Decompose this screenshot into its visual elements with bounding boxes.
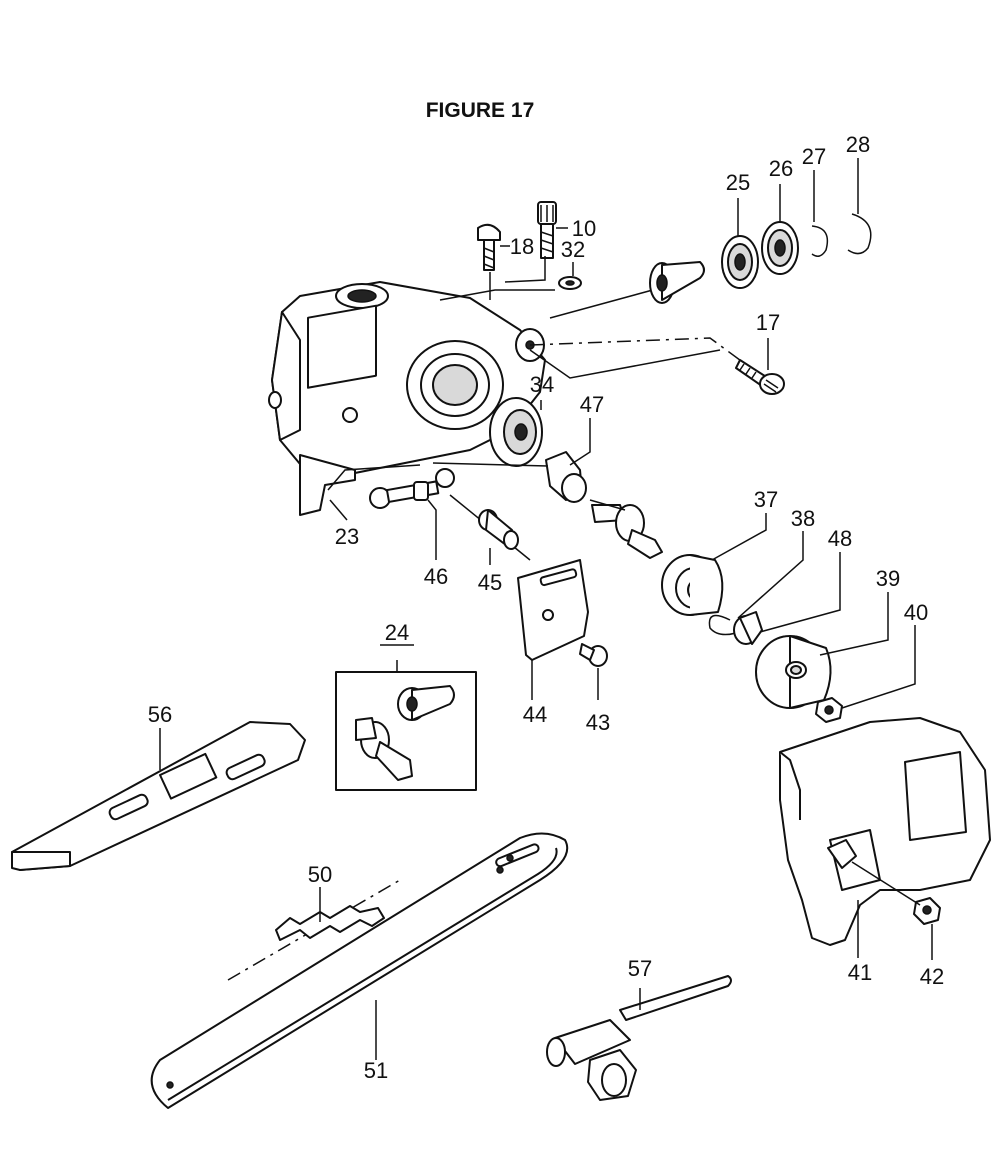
drum-cover-39 <box>755 635 832 709</box>
callout-37: 37 <box>754 487 778 512</box>
guide-plate-44 <box>517 559 589 661</box>
screw-43 <box>579 643 608 667</box>
drive-shaft <box>649 261 705 304</box>
callout-42: 42 <box>920 964 944 989</box>
bearing-25 <box>721 235 759 289</box>
callout-47: 47 <box>580 392 604 417</box>
snap-ring-38 <box>708 614 746 636</box>
bearing-34 <box>489 397 543 467</box>
callout-26: 26 <box>769 156 793 181</box>
bar-scabbard-56 <box>11 721 306 871</box>
sprocket-47 <box>545 451 587 503</box>
callout-34: 34 <box>530 372 554 397</box>
part-callouts: 10 18 32 25 26 27 28 17 34 47 37 38 48 3… <box>148 132 944 1083</box>
callout-17: 17 <box>756 310 780 335</box>
clutch-drum-shaft <box>591 504 663 559</box>
callout-23: 23 <box>335 524 359 549</box>
bolt-17 <box>735 359 785 395</box>
drum-37 <box>661 554 724 616</box>
callout-32: 32 <box>561 237 585 262</box>
callout-43: 43 <box>586 710 610 735</box>
adjuster-bolt-46 <box>369 468 455 509</box>
gear-housing <box>268 281 546 516</box>
callout-46: 46 <box>424 564 448 589</box>
callout-28: 28 <box>846 132 870 157</box>
callout-48: 48 <box>828 526 852 551</box>
screw-10 <box>537 201 557 259</box>
bearing-26 <box>761 221 799 275</box>
snap-ring-28 <box>847 213 872 255</box>
callout-40: 40 <box>904 600 928 625</box>
callout-51: 51 <box>364 1058 388 1083</box>
sprocket-cover-41 <box>779 717 991 946</box>
callout-45: 45 <box>478 570 502 595</box>
saw-chain-50 <box>227 879 401 981</box>
adjuster-pin-45 <box>478 509 519 550</box>
sprocket-kit-box <box>335 671 477 791</box>
guide-bar-51 <box>150 832 569 1109</box>
callout-56: 56 <box>148 702 172 727</box>
nut-42 <box>913 897 941 925</box>
callout-39: 39 <box>876 566 900 591</box>
snap-ring-27 <box>811 225 829 257</box>
callout-41: 41 <box>848 960 872 985</box>
callout-27: 27 <box>802 144 826 169</box>
screw-18 <box>477 223 501 271</box>
callout-18: 18 <box>510 234 534 259</box>
callout-25: 25 <box>726 170 750 195</box>
washer-32 <box>558 276 582 290</box>
callout-10: 10 <box>572 216 596 241</box>
callout-38: 38 <box>791 506 815 531</box>
collar-48 <box>733 611 763 645</box>
nut-40 <box>815 697 843 723</box>
figure-title: FIGURE 17 <box>426 99 535 122</box>
wrench-57 <box>546 975 732 1101</box>
callout-57: 57 <box>628 956 652 981</box>
callout-24: 24 <box>385 620 409 645</box>
callout-44: 44 <box>523 702 547 727</box>
callout-50: 50 <box>308 862 332 887</box>
